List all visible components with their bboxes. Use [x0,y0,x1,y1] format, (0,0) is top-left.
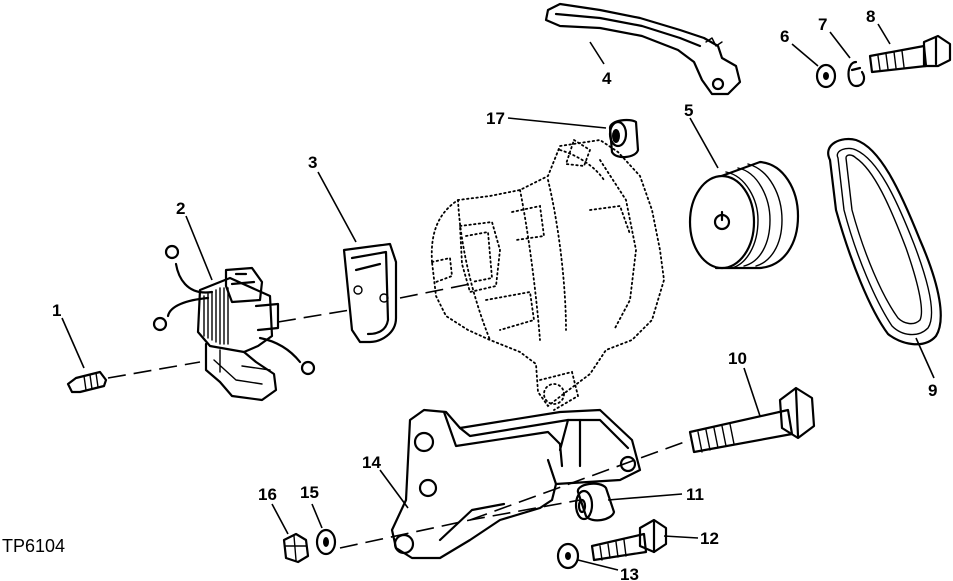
assembly-axis-lines [107,283,691,549]
callout-16: 16 [258,485,277,504]
callout-13: 13 [620,565,639,581]
part-9-drive-belt [827,137,942,346]
callout-leaders [61,23,935,571]
callout-3: 3 [308,153,317,172]
callout-9: 9 [928,381,937,400]
callout-2: 2 [176,199,185,218]
callout-4: 4 [602,69,612,88]
callout-15: 15 [300,483,319,502]
part-16-nut [282,532,310,564]
part-2-voltage-regulator [152,244,316,402]
part-17-bushing [608,118,640,159]
callout-1: 1 [52,301,61,320]
part-11-spacer [574,482,616,522]
part-15-washer [315,528,337,556]
callout-5: 5 [684,101,693,120]
part-5-pulley [688,160,800,270]
part-14-mounting-bracket [390,408,642,560]
callout-10: 10 [728,349,747,368]
callout-12: 12 [700,529,719,548]
part-8-cap-screw [868,34,952,74]
part-4-adjusting-strap [544,2,742,96]
part-3-brush-cover [342,242,398,344]
part-10-pivot-bolt [688,386,816,454]
callout-11: 11 [686,485,704,504]
part-6-washer [815,63,837,89]
callout-17: 17 [486,109,505,128]
callout-6: 6 [780,27,789,46]
part-13-washer [556,542,580,570]
part-12-cap-screw [590,518,668,562]
part-7-lock-washer [847,60,866,88]
callout-7: 7 [818,15,827,34]
alternator-phantom [430,138,665,411]
callout-numbers: 1 2 3 4 5 6 7 8 9 10 11 12 13 14 15 16 1… [52,7,937,581]
part-1-screw [66,370,108,394]
callout-8: 8 [866,7,875,26]
callout-14: 14 [362,453,381,472]
figure-code: TP6104 [2,536,65,556]
